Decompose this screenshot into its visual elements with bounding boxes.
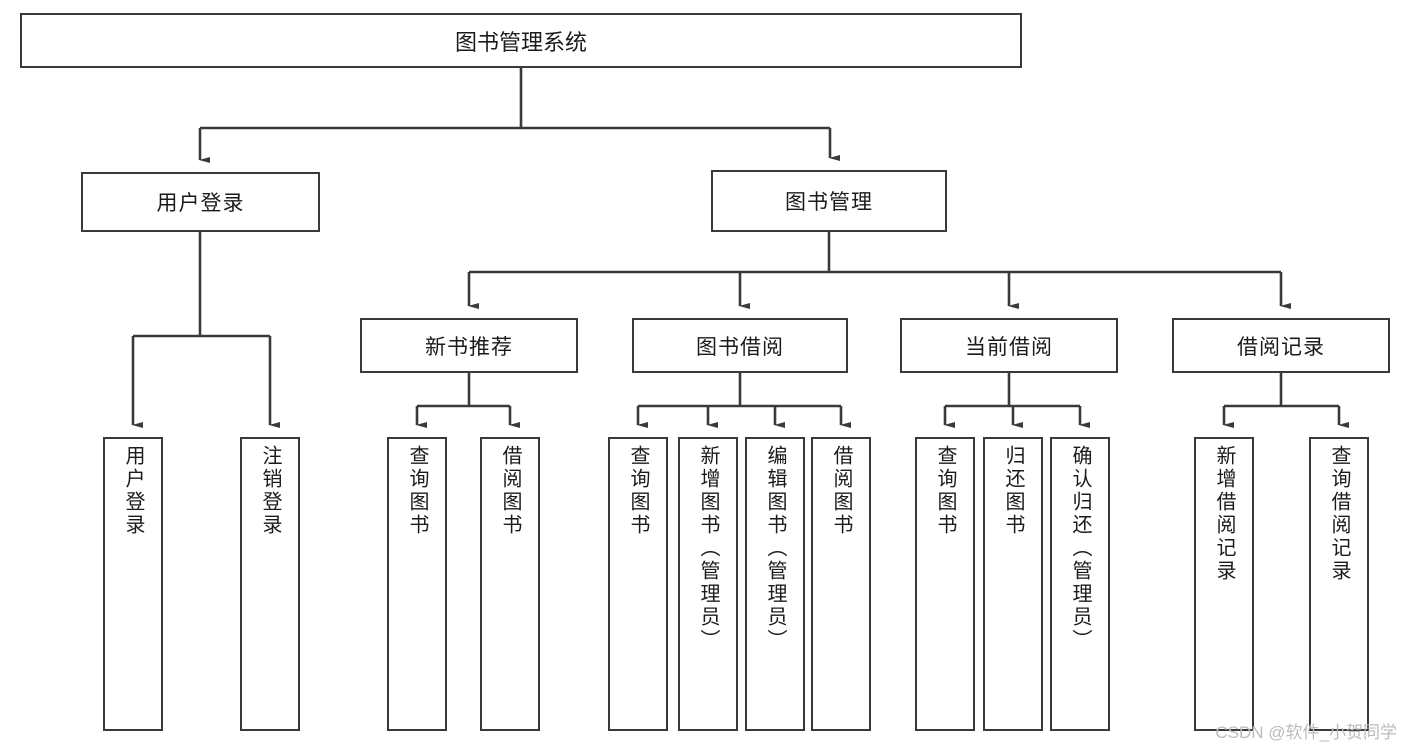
node-new-book-recommend[interactable]: 新书推荐 <box>360 318 578 373</box>
node-user-login[interactable]: 用户登录 <box>81 172 320 232</box>
node-new-book-recommend-label: 新书推荐 <box>425 335 513 359</box>
leaf-label: 借阅图书 <box>499 445 521 537</box>
node-borrow-records-label: 借阅记录 <box>1237 335 1325 359</box>
leaf-label: 用户登录 <box>122 445 144 537</box>
node-book-management[interactable]: 图书管理 <box>711 170 947 232</box>
leaf-query-borrow-record[interactable]: 查询借阅记录 <box>1309 437 1369 731</box>
leaf-user-login[interactable]: 用户登录 <box>103 437 163 731</box>
leaf-logout[interactable]: 注销登录 <box>240 437 300 731</box>
leaf-label: 查询图书 <box>934 445 956 537</box>
leaf-query-book-current[interactable]: 查询图书 <box>915 437 975 731</box>
leaf-label: 编辑图书（管理员） <box>764 445 786 652</box>
leaf-borrow-book[interactable]: 借阅图书 <box>811 437 871 731</box>
node-user-login-label: 用户登录 <box>156 192 245 215</box>
leaf-confirm-return-admin[interactable]: 确认归还（管理员） <box>1050 437 1110 731</box>
node-book-borrow[interactable]: 图书借阅 <box>632 318 848 373</box>
leaf-add-borrow-record[interactable]: 新增借阅记录 <box>1194 437 1254 731</box>
node-book-borrow-label: 图书借阅 <box>696 335 784 359</box>
leaf-label: 查询图书 <box>406 445 428 537</box>
leaf-edit-book-admin[interactable]: 编辑图书（管理员） <box>745 437 805 731</box>
leaf-add-book-admin[interactable]: 新增图书（管理员） <box>678 437 738 731</box>
leaf-borrow-book-newbooks[interactable]: 借阅图书 <box>480 437 540 731</box>
watermark: CSDN @软件_小贺同学 <box>1215 723 1397 742</box>
node-current-borrow[interactable]: 当前借阅 <box>900 318 1118 373</box>
leaf-label: 查询图书 <box>627 445 649 537</box>
leaf-label: 注销登录 <box>259 445 281 537</box>
leaf-label: 新增借阅记录 <box>1213 445 1235 583</box>
leaf-label: 查询借阅记录 <box>1328 445 1350 583</box>
leaf-label: 借阅图书 <box>830 445 852 537</box>
leaf-label: 新增图书（管理员） <box>697 445 719 652</box>
leaf-return-book[interactable]: 归还图书 <box>983 437 1043 731</box>
leaf-label: 确认归还（管理员） <box>1069 445 1091 652</box>
node-root[interactable]: 图书管理系统 <box>20 13 1022 68</box>
node-current-borrow-label: 当前借阅 <box>965 335 1053 359</box>
node-book-management-label: 图书管理 <box>785 191 873 214</box>
leaf-label: 归还图书 <box>1002 445 1024 537</box>
leaf-query-book-borrow[interactable]: 查询图书 <box>608 437 668 731</box>
node-borrow-records[interactable]: 借阅记录 <box>1172 318 1390 373</box>
leaf-query-book-newbooks[interactable]: 查询图书 <box>387 437 447 731</box>
node-root-label: 图书管理系统 <box>454 29 587 55</box>
